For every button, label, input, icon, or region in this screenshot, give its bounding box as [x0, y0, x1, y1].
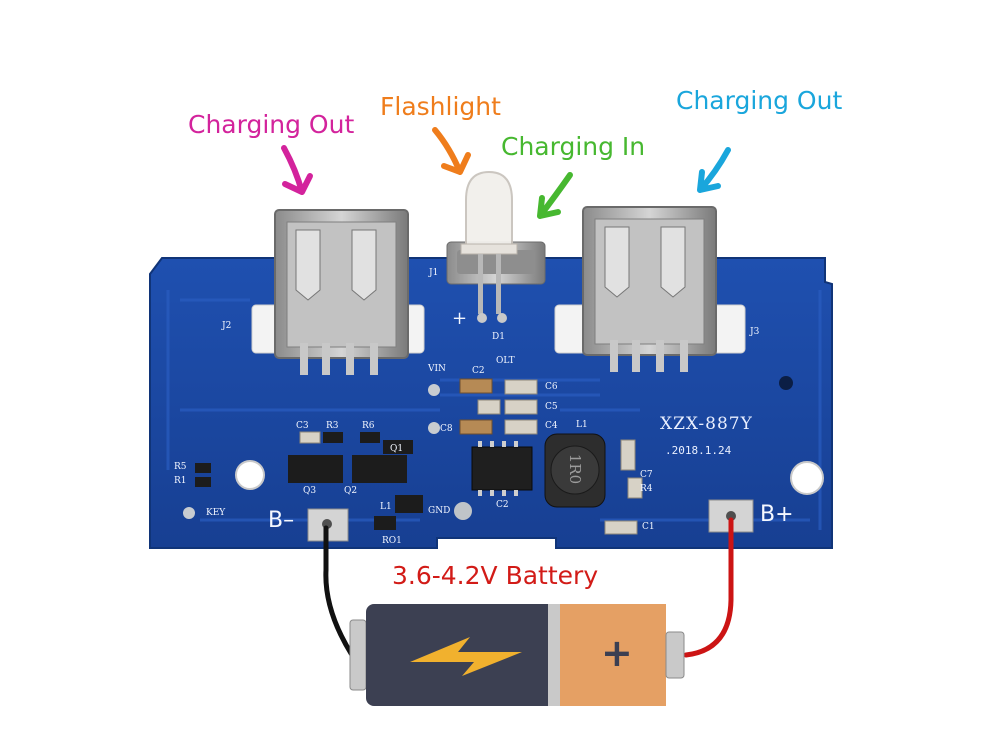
silk-l1: L1 — [576, 420, 588, 430]
silk-c5: C5 — [545, 402, 558, 412]
label-charging-out-left: Charging Out — [188, 110, 355, 139]
usb-port-left — [251, 209, 425, 375]
flashlight-led — [460, 170, 518, 323]
silk-c1: C1 — [642, 522, 655, 532]
board-model: XZX-887Y — [660, 414, 753, 434]
battery-illustration — [349, 604, 685, 706]
label-charging-out-right: Charging Out — [676, 86, 843, 115]
silk-c2-top: C2 — [472, 366, 485, 376]
silk-olt: OLT — [496, 356, 515, 366]
arrow-charging-out-right-icon — [697, 147, 731, 193]
pad-label-positive: B+ — [760, 502, 794, 527]
inductor-l1 — [544, 433, 606, 508]
silk-q3: Q3 — [303, 486, 317, 496]
board-date: .2018.1.24 — [665, 444, 732, 457]
wire-negative — [323, 525, 355, 658]
via-center — [428, 384, 440, 396]
via-c8 — [428, 422, 440, 434]
silk-d1: D1 — [492, 332, 505, 342]
silk-c7: C7 — [640, 470, 653, 480]
mounting-hole-left — [235, 460, 265, 490]
main-ic — [471, 446, 533, 491]
silk-key: KEY — [206, 508, 226, 518]
main-ic-pins — [478, 441, 518, 496]
silk-c3: C3 — [296, 421, 309, 431]
silk-ro1: RO1 — [382, 536, 402, 546]
silk-c8: C8 — [440, 424, 453, 434]
label-charging-in: Charging In — [501, 132, 646, 161]
silk-c4: C4 — [545, 421, 558, 431]
silk-r5: R5 — [174, 462, 187, 472]
silk-j1: J1 — [429, 268, 439, 278]
arrow-flashlight-icon — [432, 127, 471, 175]
silk-vin: VIN — [428, 364, 446, 374]
silk-c6: C6 — [545, 382, 558, 392]
silk-r1: R1 — [174, 476, 187, 486]
mosfet-q2 — [352, 455, 407, 483]
silk-r6: R6 — [362, 421, 375, 431]
silk-q1: Q1 — [390, 444, 404, 454]
arrow-charging-out-left-icon — [281, 145, 313, 195]
inductor-marking: 1R0 — [566, 453, 585, 485]
silk-j2: J2 — [222, 321, 232, 331]
pad-label-negative: B– — [268, 508, 295, 533]
via-left — [183, 507, 195, 519]
mosfet-q3 — [288, 455, 343, 483]
capacitors — [195, 378, 643, 535]
silk-j3: J3 — [750, 327, 760, 337]
label-flashlight: Flashlight — [380, 92, 501, 121]
battery-voltage-label: 3.6-4.2V Battery — [392, 561, 599, 590]
via-mid — [454, 502, 472, 520]
bolt-icon — [410, 637, 522, 676]
silk-c2-bottom: C2 — [496, 500, 509, 510]
silk-gnd: GND — [428, 506, 451, 516]
silk-r3: R3 — [326, 421, 339, 431]
mounting-hole-right — [790, 461, 824, 495]
arrow-charging-in-icon — [537, 172, 573, 219]
usb-port-right — [554, 206, 746, 372]
battery-plus-icon: + — [601, 631, 633, 675]
via-top-right — [779, 376, 793, 390]
silk-l1-small: L1 — [380, 502, 392, 512]
silk-plus: + — [452, 308, 468, 329]
silk-r4: R4 — [640, 484, 653, 494]
wire-positive — [683, 517, 734, 658]
silk-q2: Q2 — [344, 486, 358, 496]
mosfet-q1 — [383, 440, 413, 454]
